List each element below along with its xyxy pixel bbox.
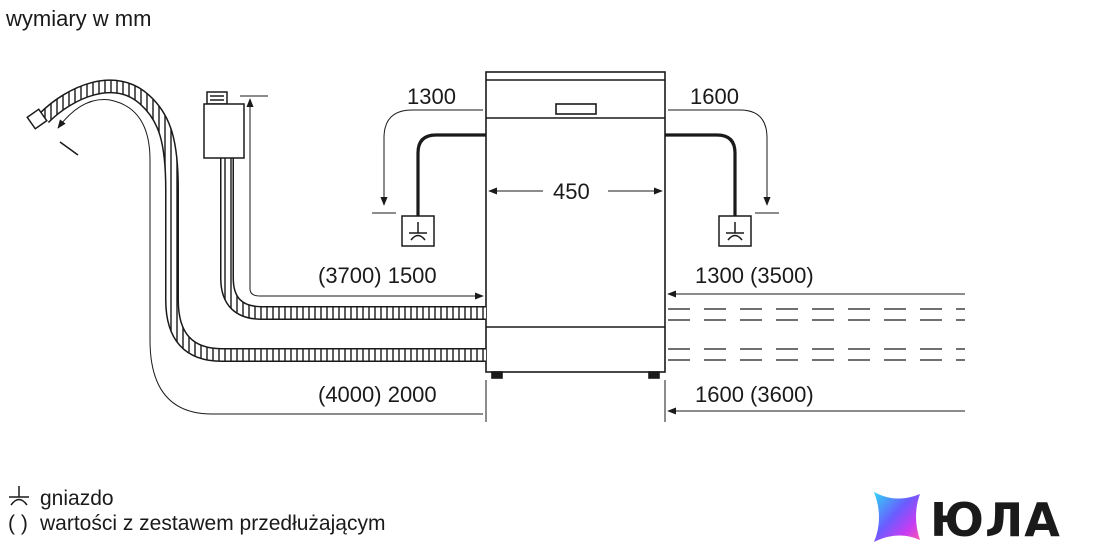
socket-icon: [718, 215, 752, 247]
inlet-hose: [220, 158, 486, 320]
dim-bottom-left: (4000) 2000: [318, 382, 437, 407]
units-note: wymiary w mm: [5, 6, 151, 31]
cord-length-arrow-left: [372, 109, 483, 214]
drain-hose-arrow: [57, 99, 483, 415]
legend-paren-symbol: ( ): [8, 512, 28, 535]
socket-legend-icon: [9, 486, 29, 506]
dim-mid-left: (3700) 1500: [318, 263, 437, 288]
cord-length-arrow-right: [668, 109, 779, 214]
valve-height-arrow: [240, 95, 484, 300]
right-dashed-lines: [668, 308, 965, 361]
drain-hose-end: [26, 108, 79, 156]
dim-top-left: 1300: [407, 84, 456, 109]
dim-bottom-right: 1600 (3600): [695, 382, 814, 407]
brand-name: ЮЛА: [930, 493, 1061, 547]
right-dimension-arrows: [667, 290, 965, 415]
dim-mid-right: 1300 (3500): [695, 263, 814, 288]
aquastop-valve: [203, 91, 245, 159]
dim-width: 450: [553, 179, 590, 204]
legend-paren-label: wartości z zestawem przedłużającym: [39, 512, 385, 535]
socket-icon: [401, 215, 435, 247]
power-cord-right: [665, 133, 737, 216]
dishwasher-body: [485, 71, 666, 379]
legend-socket-label: gniazdo: [40, 487, 114, 510]
extension-lines: [485, 380, 666, 422]
power-cord-left: [416, 133, 486, 216]
dim-top-right: 1600: [690, 84, 739, 109]
brand-star-icon: [874, 492, 920, 542]
brand-logo: ЮЛА: [874, 492, 1061, 547]
